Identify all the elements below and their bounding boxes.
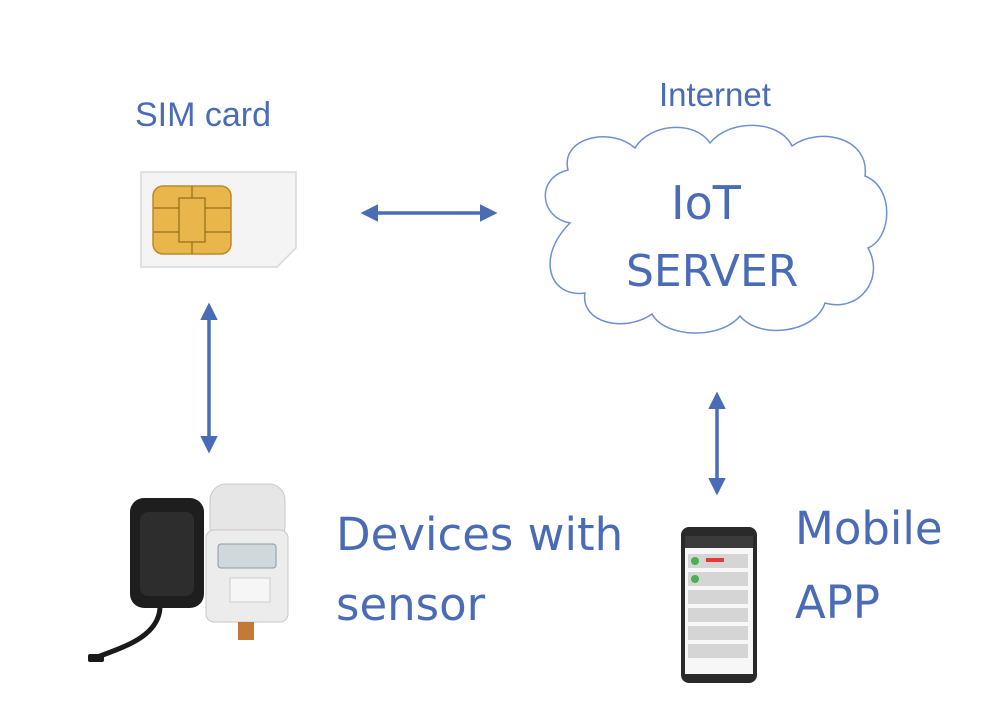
water-meter-icon: [205, 483, 289, 640]
devices-label: Devices with sensor: [336, 500, 623, 640]
mobile-label-line2: APP: [795, 576, 881, 629]
sim-card-icon: [140, 171, 297, 268]
mobile-label-line1: Mobile: [795, 502, 943, 555]
devices-label-line1: Devices with: [336, 508, 624, 561]
server-label-line1: IoT: [671, 176, 741, 230]
internet-label: Internet: [659, 76, 771, 113]
devices-illustration: [88, 483, 289, 662]
server-label-line2: SERVER: [626, 246, 799, 297]
smartphone-icon: [681, 527, 757, 683]
devices-label-line2: sensor: [336, 578, 486, 631]
sim-card-label: SIM card: [135, 96, 272, 134]
mobile-app-label: Mobile APP: [795, 492, 943, 640]
cloud-icon: [544, 124, 888, 334]
gps-tracker-icon: [88, 498, 204, 662]
